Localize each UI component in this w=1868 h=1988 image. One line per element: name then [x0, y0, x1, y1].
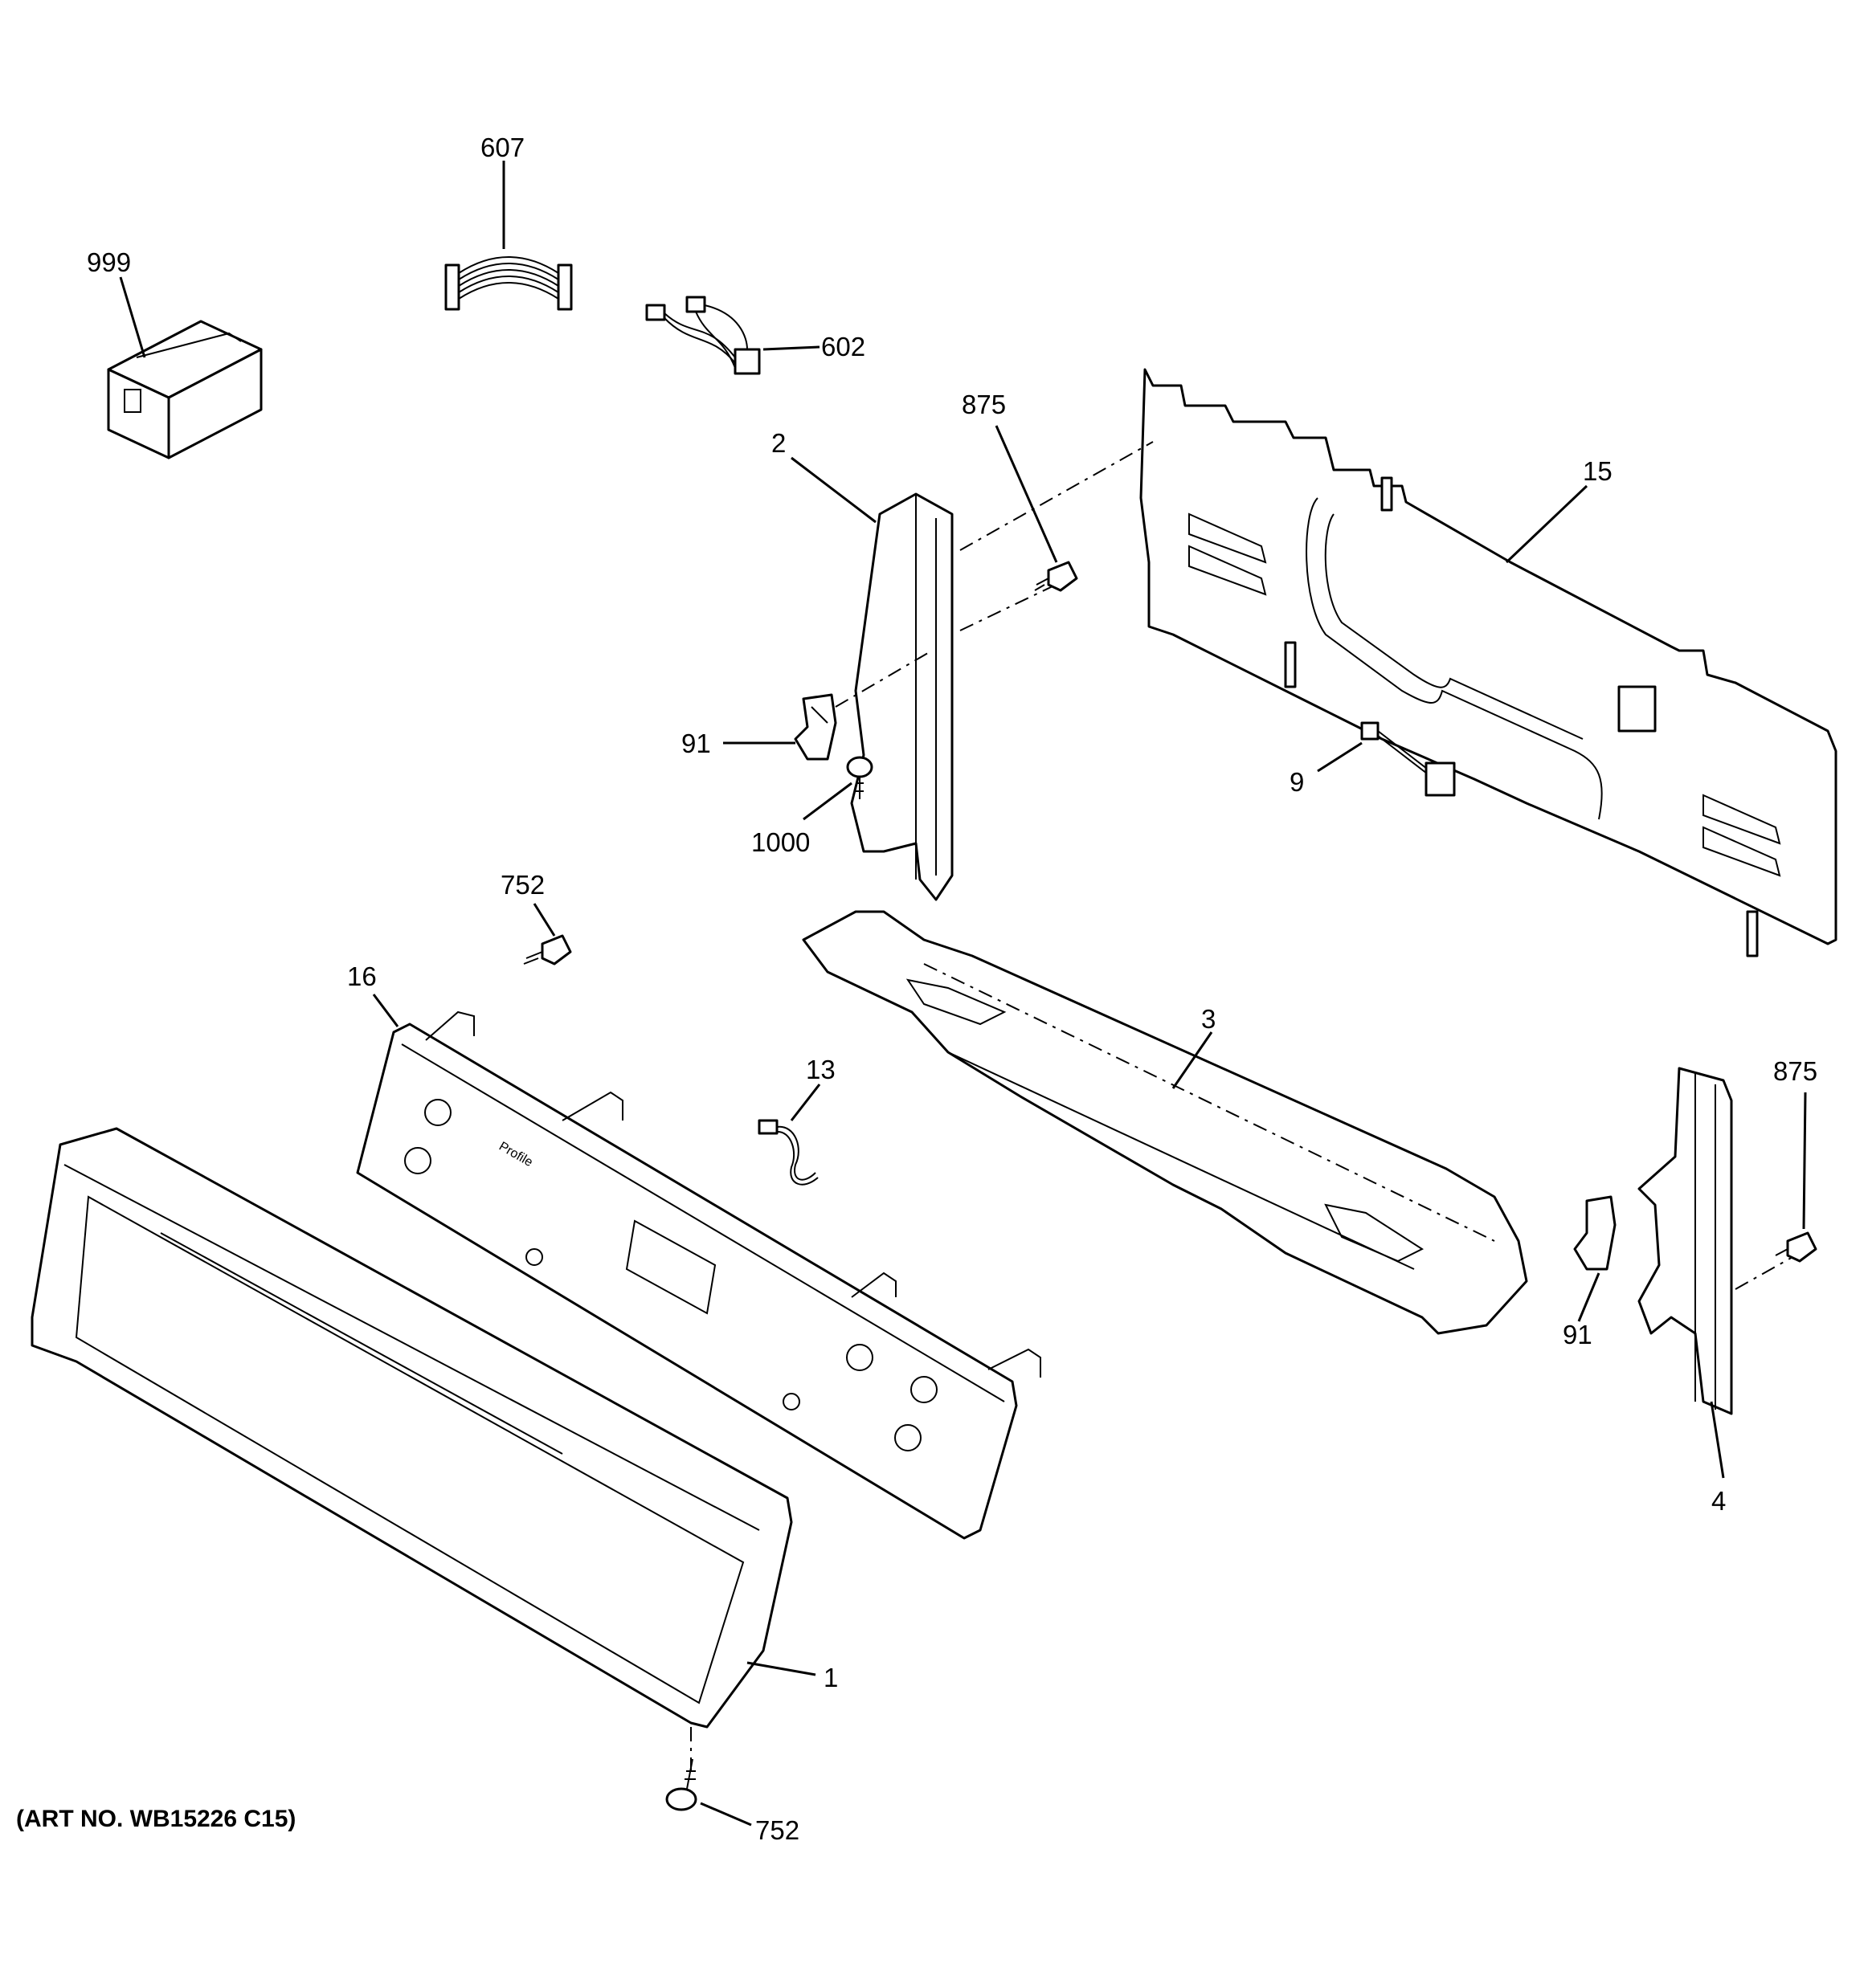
- leader-4: [1710, 1401, 1725, 1479]
- callout-875-upper: 875: [962, 390, 1006, 419]
- leader-752-lower: [700, 1802, 752, 1827]
- part-9-harness: [1360, 721, 1456, 797]
- callout-4: 4: [1711, 1486, 1726, 1516]
- align-line-mid: [959, 586, 1053, 631]
- leader-3: [1171, 1031, 1213, 1089]
- callout-13: 13: [806, 1055, 836, 1084]
- leader-602: [762, 345, 820, 351]
- callout-752-lower: 752: [755, 1815, 799, 1845]
- part-1000-screw: [846, 756, 873, 799]
- part-16-control-panel: Profile: [356, 1010, 1041, 1540]
- callout-1000: 1000: [751, 827, 810, 857]
- callout-752-upper: 752: [501, 870, 545, 900]
- part-91-clip-right: [1573, 1195, 1617, 1271]
- part-875-screw-lower: [1775, 1231, 1817, 1263]
- part-999-box: [107, 320, 263, 459]
- callout-15: 15: [1583, 456, 1613, 486]
- callout-16: 16: [347, 961, 377, 991]
- leader-752-upper: [533, 903, 556, 937]
- callout-607: 607: [480, 133, 525, 162]
- part-3-cross-beam: [802, 910, 1528, 1335]
- part-91-clip-left: [794, 693, 837, 761]
- callout-2: 2: [771, 428, 786, 458]
- part-2-left-bracket: [850, 492, 954, 901]
- callout-3: 3: [1201, 1004, 1216, 1034]
- callout-602: 602: [821, 332, 865, 361]
- callout-1: 1: [824, 1663, 838, 1692]
- leader-1000: [803, 782, 852, 821]
- leader-999: [119, 276, 146, 358]
- leader-13: [790, 1084, 821, 1121]
- leader-9: [1317, 741, 1363, 773]
- art-number: (ART NO. WB15226 C15): [16, 1806, 296, 1832]
- part-15-rear-panel: [1139, 368, 1837, 957]
- leader-15: [1505, 484, 1588, 564]
- callout-91-left: 91: [681, 729, 711, 758]
- align-line-right: [1735, 1252, 1801, 1290]
- callout-999: 999: [87, 247, 131, 277]
- part-602-wire-harness: [645, 296, 761, 375]
- part-1-panel-trim: [31, 1127, 793, 1729]
- part-4-right-bracket: [1637, 1067, 1733, 1415]
- part-752-screw-lower: [665, 1758, 697, 1811]
- align-line-bracket: [835, 650, 933, 708]
- leader-16: [372, 994, 399, 1027]
- part-607-ribbon-cable: [444, 256, 573, 311]
- leader-2: [791, 456, 877, 524]
- part-752-screw-upper: [523, 934, 572, 965]
- align-line-top: [959, 441, 1154, 551]
- callout-91-right: 91: [1563, 1320, 1592, 1349]
- part-875-screw-upper: [1034, 561, 1078, 592]
- callout-875-lower: 875: [1773, 1056, 1817, 1086]
- part-13-wire: [758, 1119, 819, 1186]
- leader-1: [746, 1661, 816, 1676]
- leader-875-lower: [1802, 1092, 1807, 1230]
- leader-91-right: [1577, 1272, 1600, 1322]
- callout-9: 9: [1290, 767, 1304, 797]
- leader-875-upper: [995, 425, 1058, 563]
